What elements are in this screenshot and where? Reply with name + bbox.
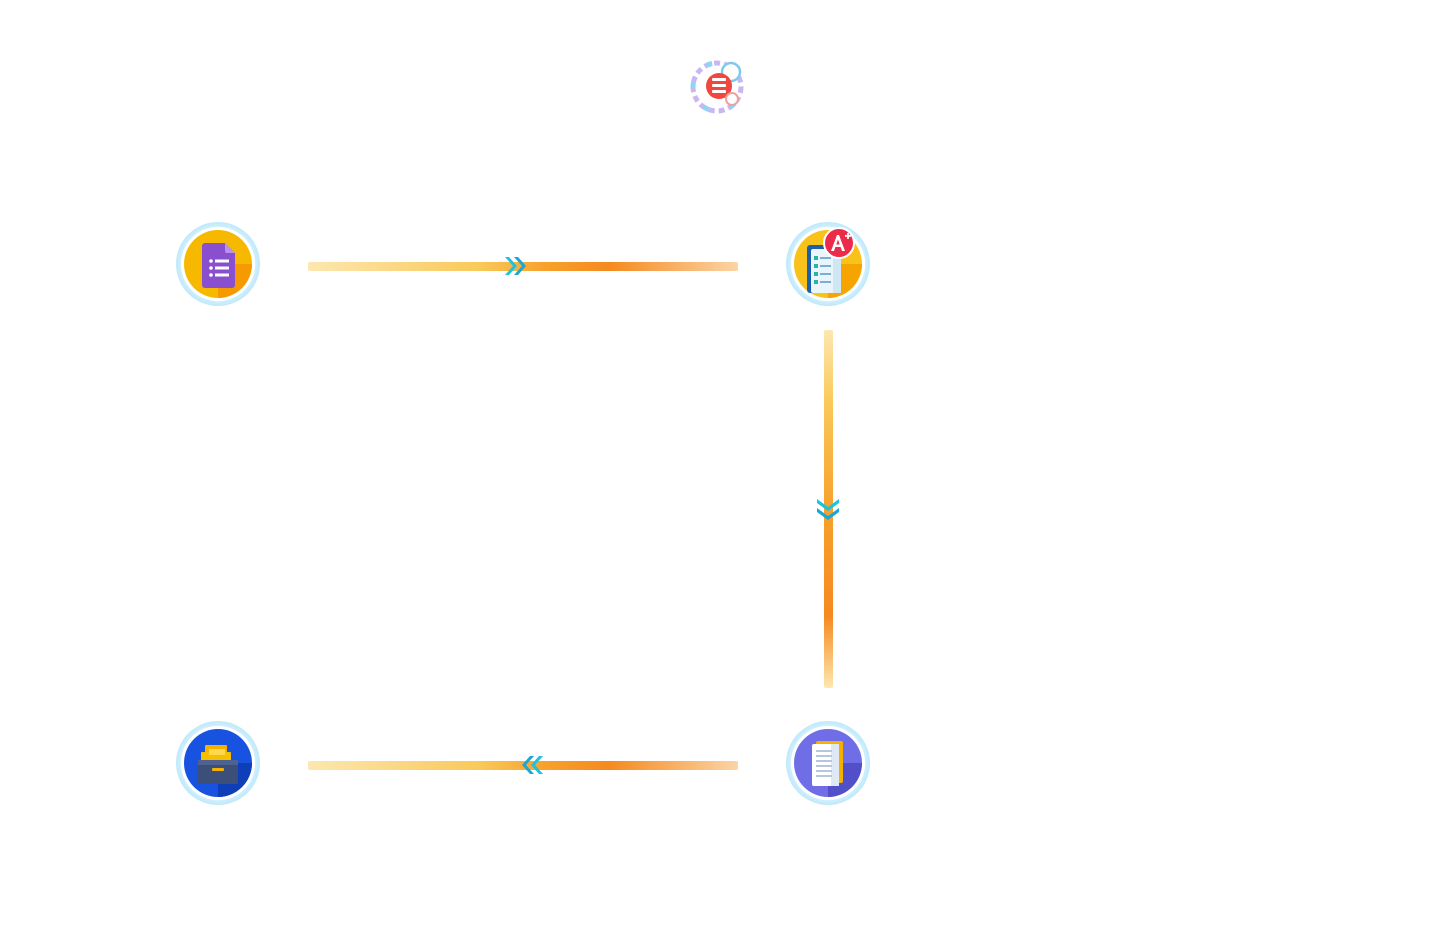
archive-node xyxy=(176,721,260,805)
form-document-icon xyxy=(184,230,252,298)
forms-node xyxy=(176,222,260,306)
arrow-left-icon xyxy=(518,751,546,779)
inbox-archive-icon xyxy=(184,729,252,797)
document-icon xyxy=(794,729,862,797)
arrow-down-icon xyxy=(814,496,842,524)
arrow-right-icon xyxy=(502,252,530,280)
grading-node xyxy=(786,222,870,306)
grade-badge-icon xyxy=(823,227,855,259)
report-node xyxy=(786,721,870,805)
top-logo-icon xyxy=(688,56,746,116)
